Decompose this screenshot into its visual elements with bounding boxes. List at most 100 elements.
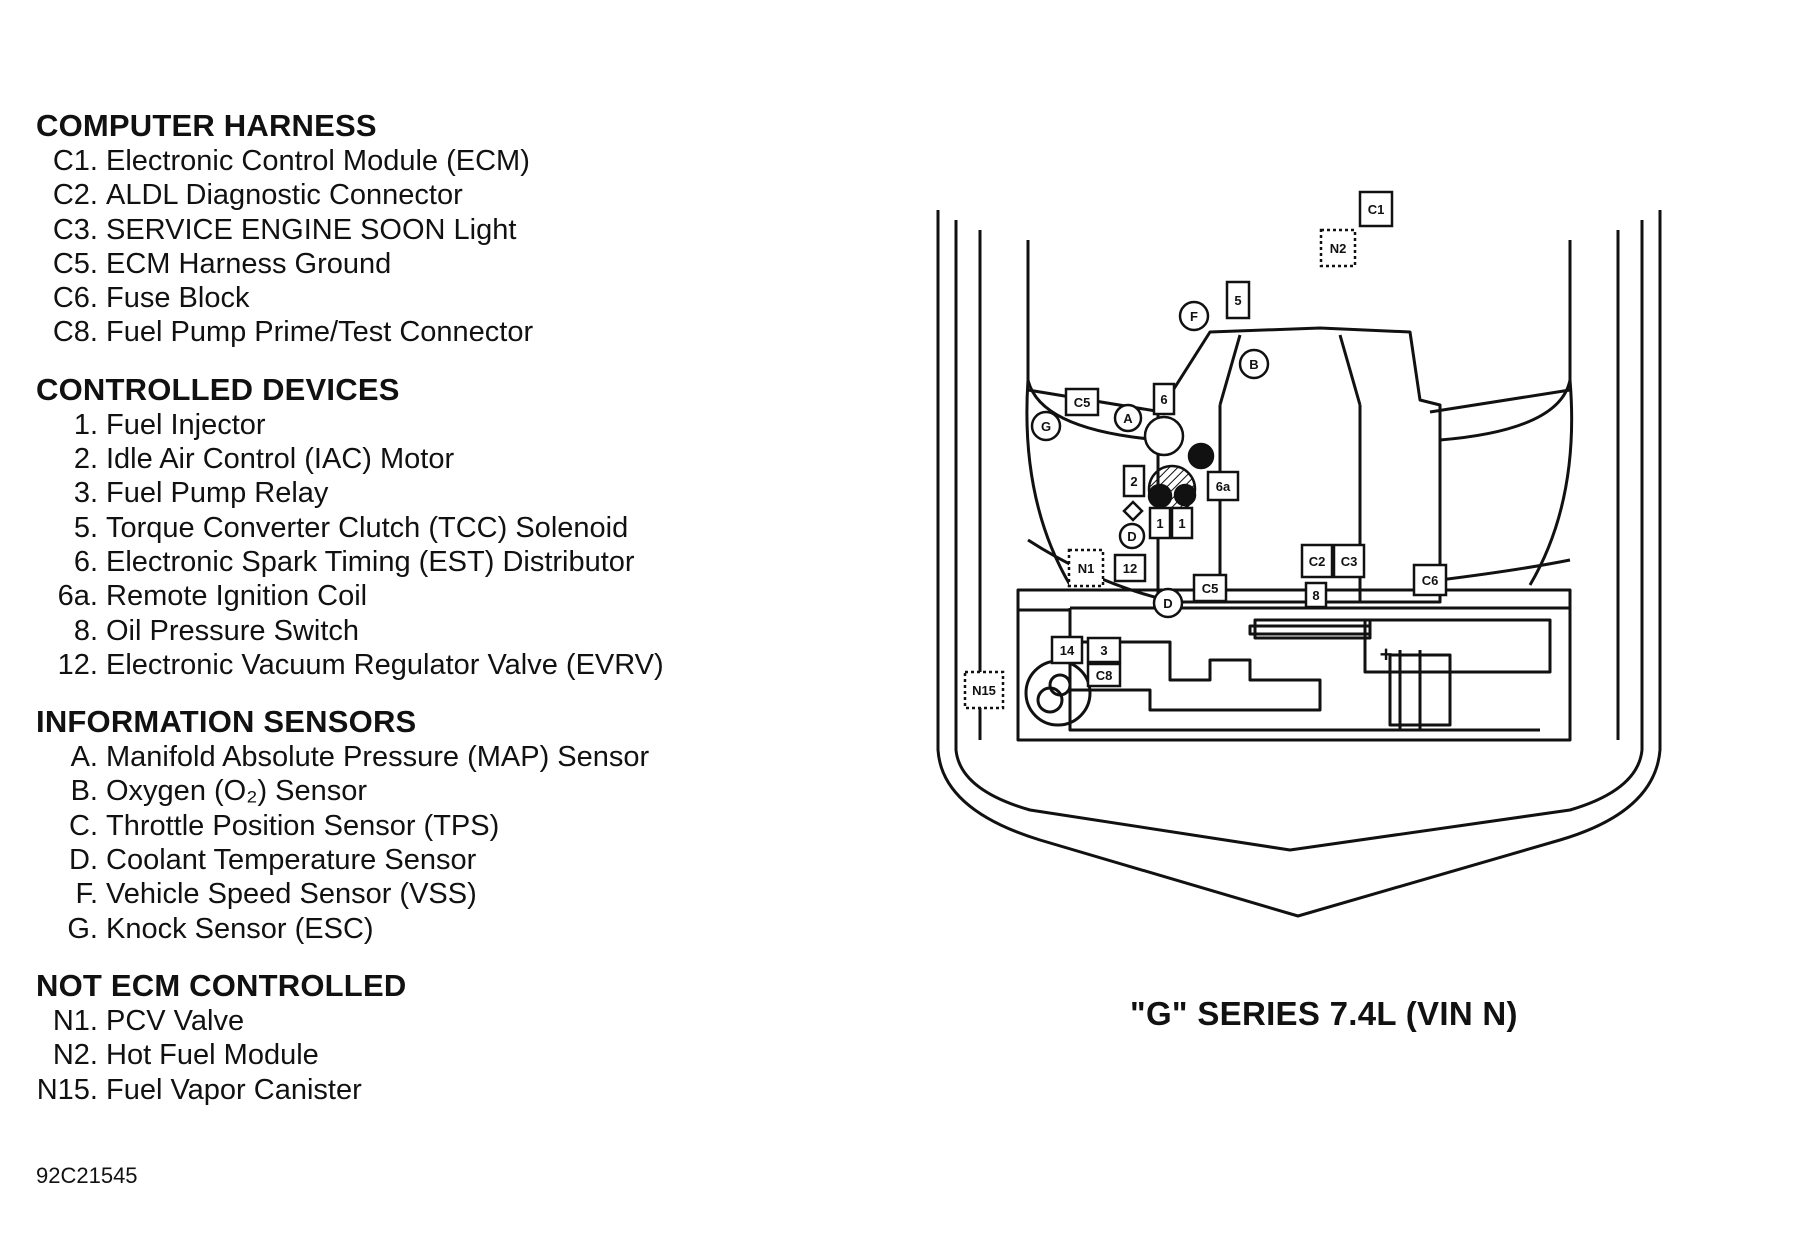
item-text: PCV Valve <box>106 1004 245 1037</box>
legend-item: N2.Hot Fuel Module <box>36 1038 796 1072</box>
item-text: Torque Converter Clutch (TCC) Solenoid <box>106 511 629 544</box>
callout-c5-top-label: C5 <box>1074 395 1091 410</box>
callout-14-label: 14 <box>1060 643 1075 658</box>
legend-item: N1.PCV Valve <box>36 1004 796 1038</box>
callout-c6: C6 <box>1412 563 1448 597</box>
battery-post-bar <box>1248 624 1372 636</box>
item-code: C1. <box>52 145 98 177</box>
legend-item: C2.ALDL Diagnostic Connector <box>36 178 796 212</box>
figure-id: 92C21545 <box>36 1163 138 1188</box>
legend-item: C8.Fuel Pump Prime/Test Connector <box>36 315 796 349</box>
legend-item: 6.Electronic Spark Timing (EST) Distribu… <box>36 545 796 579</box>
legend-section-controlled-devices: CONTROLLED DEVICES 1.Fuel Injector 2.Idl… <box>36 372 796 682</box>
section-title: CONTROLLED DEVICES <box>36 371 400 407</box>
item-code: C3. <box>52 213 98 246</box>
item-text: SERVICE ENGINE SOON Light <box>106 213 517 246</box>
callout-1-right: 1 <box>1170 506 1194 540</box>
item-code: C. <box>69 809 98 842</box>
item-code: 12. <box>57 648 98 681</box>
callout-a: A <box>1113 403 1143 433</box>
legend-item: N15.Fuel Vapor Canister <box>36 1073 796 1107</box>
callout-12-label: 12 <box>1123 561 1137 576</box>
item-text: Knock Sensor (ESC) <box>106 912 374 945</box>
legend-item: 3.Fuel Pump Relay <box>36 476 796 510</box>
battery-negative-label: − <box>1426 642 1439 667</box>
callout-d-lower: D <box>1152 587 1184 619</box>
battery-positive-label: + <box>1380 642 1393 667</box>
callout-g-label: G <box>1041 419 1051 434</box>
item-code: A. <box>70 741 98 774</box>
distributor <box>1143 415 1185 457</box>
harness-line-right <box>1439 558 1571 582</box>
item-text: Throttle Position Sensor (TPS) <box>106 809 500 842</box>
item-text: Fuel Pump Prime/Test Connector <box>106 316 534 349</box>
callout-c5-top: C5 <box>1064 387 1100 417</box>
item-code: C5. <box>52 247 98 280</box>
callout-c8: C8 <box>1086 662 1122 688</box>
legend-item: A.Manifold Absolute Pressure (MAP) Senso… <box>36 740 796 774</box>
engine-intake-left <box>1218 334 1242 406</box>
legend-item: B.Oxygen (O₂) Sensor <box>36 774 796 808</box>
callout-c2: C2 <box>1300 543 1334 579</box>
item-code: 2. <box>73 443 98 476</box>
item-code: 6a. <box>57 580 98 613</box>
item-code: F. <box>75 878 98 911</box>
legend-item: 8.Oil Pressure Switch <box>36 614 796 648</box>
callout-c3: C3 <box>1332 543 1366 579</box>
legend-item: F.Vehicle Speed Sensor (VSS) <box>36 877 796 911</box>
core-support <box>1016 588 1572 742</box>
callout-c1-label: C1 <box>1368 202 1385 217</box>
item-code: 6. <box>73 545 98 578</box>
battery-box <box>1388 653 1452 727</box>
section-title: COMPUTER HARNESS <box>36 108 377 143</box>
legend-item: C1.Electronic Control Module (ECM) <box>36 144 796 178</box>
callout-a-label: A <box>1123 411 1133 426</box>
item-code: D. <box>69 844 98 877</box>
item-text: Vehicle Speed Sensor (VSS) <box>106 878 477 911</box>
item-text: Hot Fuel Module <box>106 1039 319 1072</box>
legend-item: C.Throttle Position Sensor (TPS) <box>36 809 796 843</box>
item-text: Idle Air Control (IAC) Motor <box>106 443 455 476</box>
item-text: Oil Pressure Switch <box>106 614 360 647</box>
ignition-coil-dot <box>1187 442 1215 470</box>
legend-section-not-ecm-controlled: NOT ECM CONTROLLED N1.PCV Valve N2.Hot F… <box>36 968 796 1107</box>
callout-1-left-label: 1 <box>1156 516 1163 531</box>
legend-section-computer-harness: COMPUTER HARNESS C1.Electronic Control M… <box>36 108 796 350</box>
section-title: NOT ECM CONTROLLED <box>36 967 407 1003</box>
callout-d-upper: D <box>1118 522 1146 550</box>
callout-6a-label: 6a <box>1216 479 1231 494</box>
callout-12: 12 <box>1113 553 1147 583</box>
item-text: Oxygen (O₂) Sensor <box>106 775 368 808</box>
legend-item: 2.Idle Air Control (IAC) Motor <box>36 442 796 476</box>
item-text: Fuel Pump Relay <box>106 477 329 510</box>
legend-item: C6.Fuse Block <box>36 281 796 315</box>
callout-d-lower-label: D <box>1163 596 1172 611</box>
item-code: 1. <box>73 408 98 441</box>
callout-b-label: B <box>1249 357 1258 372</box>
item-code: C2. <box>52 179 98 212</box>
legend-item: 1.Fuel Injector <box>36 408 796 442</box>
legend-section-information-sensors: INFORMATION SENSORS A.Manifold Absolute … <box>36 704 796 946</box>
item-code: B. <box>70 775 98 808</box>
legend-item: C3.SERVICE ENGINE SOON Light <box>36 213 796 247</box>
air-box <box>1070 640 1322 712</box>
item-text: ALDL Diagnostic Connector <box>106 179 463 212</box>
item-text: Fuel Vapor Canister <box>106 1073 362 1106</box>
battery <box>1363 618 1552 674</box>
engine-compartment-diagram: C1 N2 5 F B C5 G A 6 6a 2 1 1 D N1 12 C5… <box>936 190 1662 918</box>
item-text: Fuse Block <box>106 282 250 315</box>
callout-c5-bottom-label: C5 <box>1202 581 1219 596</box>
callout-c8-label: C8 <box>1096 668 1113 683</box>
callout-2: 2 <box>1122 464 1146 498</box>
callout-1-left: 1 <box>1148 506 1172 540</box>
item-text: ECM Harness Ground <box>106 247 392 280</box>
item-code: N15. <box>36 1073 98 1106</box>
callout-n2-label: N2 <box>1330 241 1347 256</box>
diagram-caption: "G" SERIES 7.4L (VIN N) <box>1130 995 1518 1032</box>
callout-n1: N1 <box>1067 548 1105 588</box>
callout-g: G <box>1030 410 1062 442</box>
item-code: 5. <box>73 511 98 544</box>
callout-c6-label: C6 <box>1422 573 1439 588</box>
callout-3-label: 3 <box>1100 643 1107 658</box>
item-text: Fuel Injector <box>106 408 266 441</box>
